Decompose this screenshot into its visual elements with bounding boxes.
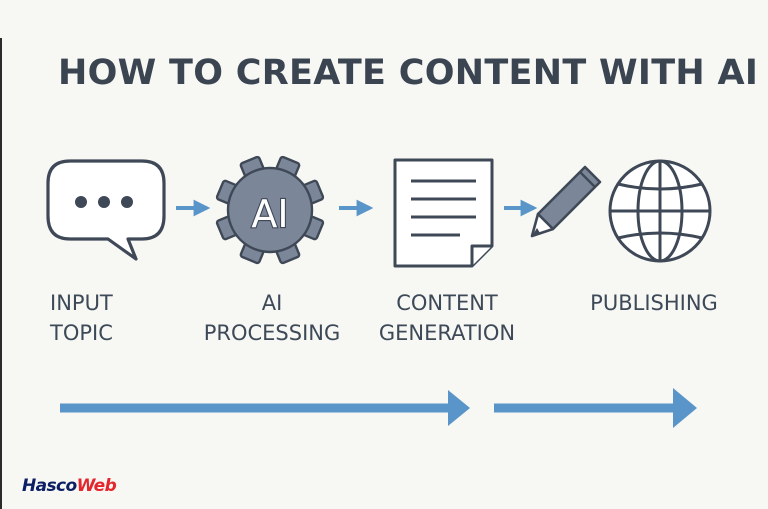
page-title: HOW TO CREATE CONTENT WITH AI	[58, 53, 759, 93]
step-label-publishing: PUBLISHING	[574, 288, 734, 318]
step-label-content-generation: CONTENT GENERATION	[366, 288, 528, 348]
step-label-line: CONTENT	[396, 291, 498, 315]
brand-logo-part-b: Web	[76, 476, 117, 496]
step-label-line: INPUT	[50, 291, 113, 315]
brand-logo-part-a: Hasco	[22, 476, 77, 496]
step-label-line: PUBLISHING	[590, 291, 718, 315]
left-edge-line	[0, 38, 2, 509]
chat-bubble-icon	[46, 159, 166, 261]
step-label-line: AI	[261, 291, 283, 315]
gear-ai-text: AI	[251, 192, 288, 236]
step-label-line: GENERATION	[378, 321, 516, 345]
brand-logo: HascoWeb	[22, 476, 117, 496]
big-arrow-1-icon	[60, 390, 470, 426]
pencil-icon	[530, 165, 602, 238]
globe-icon	[608, 159, 712, 263]
big-arrow-2-icon	[494, 388, 697, 428]
step-label-input-topic: INPUT TOPIC	[50, 288, 160, 348]
document-icon	[393, 158, 494, 268]
step-label-line: PROCESSING	[203, 321, 341, 345]
step-label-ai-processing: AI PROCESSING	[196, 288, 348, 348]
step-label-line: TOPIC	[50, 321, 113, 345]
ai-gear-icon: AI	[215, 155, 325, 265]
